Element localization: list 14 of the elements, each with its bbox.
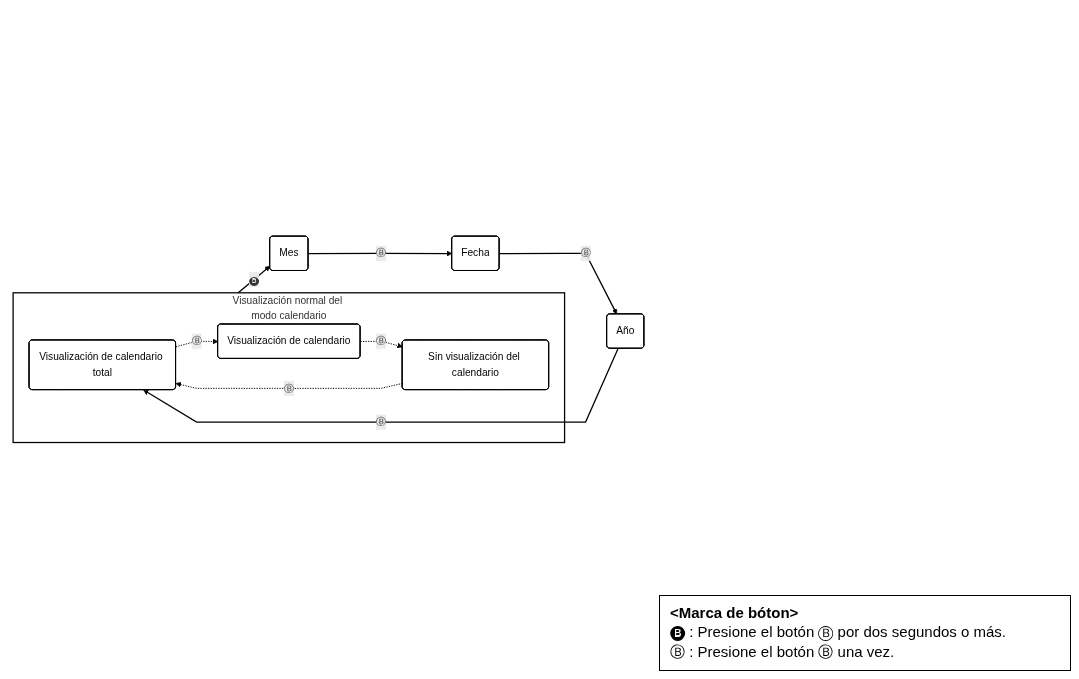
legend-note: Ⓑ : Presione el botón Ⓑ una vez. <box>670 643 896 662</box>
legend-note: 🅑 : Presione el botón Ⓑ por dos segundos o más. <box>670 623 1008 641</box>
arrow <box>307 251 453 257</box>
legend-heading: <Marca de bóton> <box>670 604 800 621</box>
edge-label: Ⓑ <box>376 416 387 428</box>
edge-label: Ⓑ <box>191 335 202 347</box>
edge-label: Ⓑ <box>283 382 294 394</box>
arrow <box>237 266 271 294</box>
edge-label: Ⓑ <box>580 247 591 259</box>
edge-label: Ⓑ <box>376 335 387 347</box>
edge-label: 🅑 <box>249 273 260 285</box>
arrow <box>143 348 619 423</box>
edge-label: Ⓑ <box>376 247 387 259</box>
arrow <box>498 252 618 315</box>
